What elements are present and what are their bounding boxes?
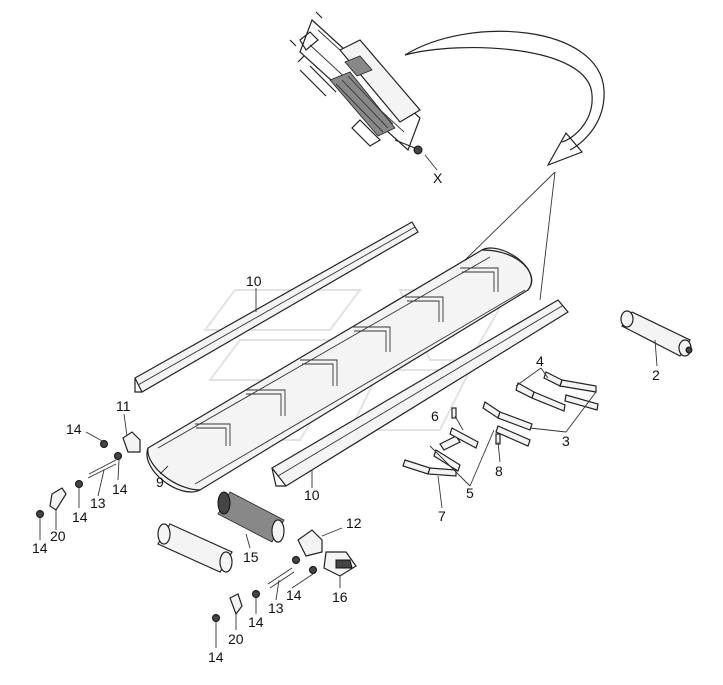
side-rail-lower (271, 299, 569, 487)
view-label-x: X (433, 170, 443, 186)
callout-14-b: 14 (112, 481, 128, 497)
callout-14-g: 14 (208, 649, 224, 665)
callout-20-a: 20 (50, 528, 66, 544)
conveyor-belt (146, 247, 533, 493)
roller-2 (620, 310, 693, 357)
side-rail-upper (134, 221, 419, 393)
callout-20-b: 20 (228, 631, 244, 647)
callout-6: 6 (431, 408, 439, 424)
view-connector-line-2 (539, 171, 556, 301)
callout-10-lower: 10 (304, 487, 320, 503)
callout-13-a: 13 (90, 495, 106, 511)
callout-16: 16 (332, 589, 348, 605)
callout-7: 7 (438, 508, 446, 524)
callout-12: 12 (346, 515, 362, 531)
drive-roller-15 (157, 491, 285, 573)
callout-11: 11 (116, 398, 131, 414)
callout-13-b: 13 (268, 600, 284, 616)
callout-5: 5 (466, 485, 474, 501)
leader-view-x (424, 154, 438, 171)
callout-15: 15 (243, 549, 259, 565)
rotation-arrow-icon (404, 30, 605, 167)
callout-4: 4 (536, 353, 544, 369)
callout-3: 3 (562, 433, 570, 449)
callout-14-f: 14 (248, 614, 264, 630)
callout-10-upper: 10 (246, 273, 262, 289)
callout-9: 9 (156, 474, 164, 490)
callout-14-a: 14 (66, 421, 82, 437)
idler-rollers (402, 371, 599, 477)
callout-2: 2 (652, 367, 660, 383)
callout-14-e: 14 (286, 587, 302, 603)
tensioner-left (36, 431, 141, 518)
tensioner-right (212, 529, 357, 622)
callout-8: 8 (495, 463, 503, 479)
leader-lines (39, 288, 658, 648)
callout-14-d: 14 (32, 540, 48, 556)
machine-overview (289, 11, 423, 155)
callout-14-c: 14 (72, 509, 88, 525)
